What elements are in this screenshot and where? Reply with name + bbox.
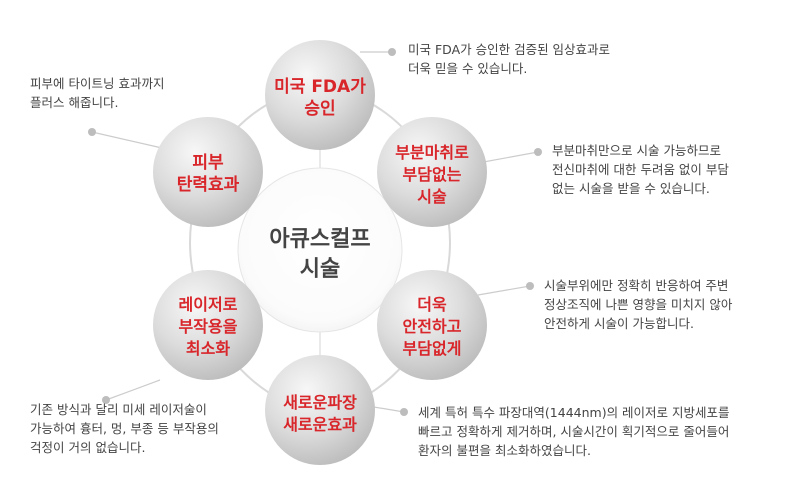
benefit-description-safe: 시술부위에만 정확히 반응하여 주변 정상조직에 나쁜 영향을 미치지 않아 안… (544, 276, 732, 333)
benefit-title-line: 미국 FDA가 (274, 77, 366, 97)
description-line: 전신마취에 대한 두려움 없이 부담 (552, 162, 729, 177)
benefit-title-line: 탄력효과 (177, 175, 240, 195)
benefit-title-line: 레이저로 (179, 295, 238, 314)
description-line: 환자의 불편을 최소화하였습니다. (418, 443, 591, 458)
benefit-title-line: 새로운파장 (283, 393, 357, 412)
benefit-title-line: 더욱 (417, 295, 447, 314)
benefit-description-partial: 부분마취만으로 시술 가능하므로 전신마취에 대한 두려움 없이 부담 없는 시… (552, 141, 729, 198)
benefit-title-line: 시술 (417, 187, 447, 206)
benefit-node-fda: 미국 FDA가 승인 (265, 40, 375, 150)
description-line: 걱정이 거의 없습니다. (30, 440, 146, 455)
description-line: 가능하여 흉터, 멍, 부종 등 부작용의 (30, 421, 219, 436)
benefit-title-line: 부분마취로 (395, 143, 469, 162)
description-line: 없는 시술을 받을 수 있습니다. (552, 181, 710, 196)
benefit-node-sidefx: 레이저로 부작용을 최소화 (153, 270, 263, 380)
benefit-node-wave: 새로운파장 새로운효과 (265, 355, 375, 465)
center-title-line1: 아큐스컬프 (269, 227, 370, 252)
description-line: 부분마취만으로 시술 가능하므로 (552, 143, 721, 158)
description-line: 기존 방식과 달리 미세 레이저술이 (30, 402, 207, 417)
benefit-title-line: 승인 (304, 99, 335, 119)
benefit-title-line: 최소화 (186, 339, 230, 358)
benefit-node-elastic: 피부 탄력효과 (153, 117, 263, 227)
description-line: 피부에 타이트닝 효과까지 (30, 76, 165, 91)
benefit-description-elastic: 피부에 타이트닝 효과까지 플러스 해줍니다. (30, 74, 164, 112)
description-line: 정상조직에 나쁜 영향을 미치지 않아 (544, 297, 733, 312)
benefit-title-line: 부담없게 (403, 339, 462, 358)
benefit-node-safe: 더욱 안전하고 부담없게 (377, 270, 487, 380)
description-line: 시술부위에만 정확히 반응하여 주변 (544, 278, 729, 293)
description-line: 안전하게 시술이 가능합니다. (544, 316, 694, 331)
leader-lines (88, 48, 542, 416)
benefit-title-line: 부작용을 (179, 317, 238, 336)
description-line: 플러스 해줍니다. (30, 95, 119, 110)
benefit-description-sidefx: 기존 방식과 달리 미세 레이저술이 가능하여 흉터, 멍, 부종 등 부작용의… (30, 400, 219, 457)
benefit-title-line: 피부 (192, 153, 224, 173)
description-line: 세계 특허 특수 파장대역(1444nm)의 레이저로 지방세포를 (418, 405, 730, 420)
benefit-description-fda: 미국 FDA가 승인한 검증된 임상효과로 더욱 믿을 수 있습니다. (408, 40, 610, 78)
description-line: 더욱 믿을 수 있습니다. (408, 61, 528, 76)
benefit-title-line: 새로운효과 (283, 415, 357, 434)
description-line: 빠르고 정확하게 제거하며, 시술시간이 획기적으로 줄어들어 (418, 424, 730, 439)
benefit-node-partial: 부분마취로 부담없는 시술 (377, 117, 487, 227)
benefit-title-line: 부담없는 (403, 165, 462, 184)
benefit-title-line: 안전하고 (403, 317, 462, 336)
description-line: 미국 FDA가 승인한 검증된 임상효과로 (408, 42, 611, 57)
center-node: 아큐스컬프 시술 (237, 167, 403, 333)
center-title-line2: 시술 (300, 257, 340, 282)
benefit-description-wave: 세계 특허 특수 파장대역(1444nm)의 레이저로 지방세포를 빠르고 정확… (418, 403, 730, 460)
